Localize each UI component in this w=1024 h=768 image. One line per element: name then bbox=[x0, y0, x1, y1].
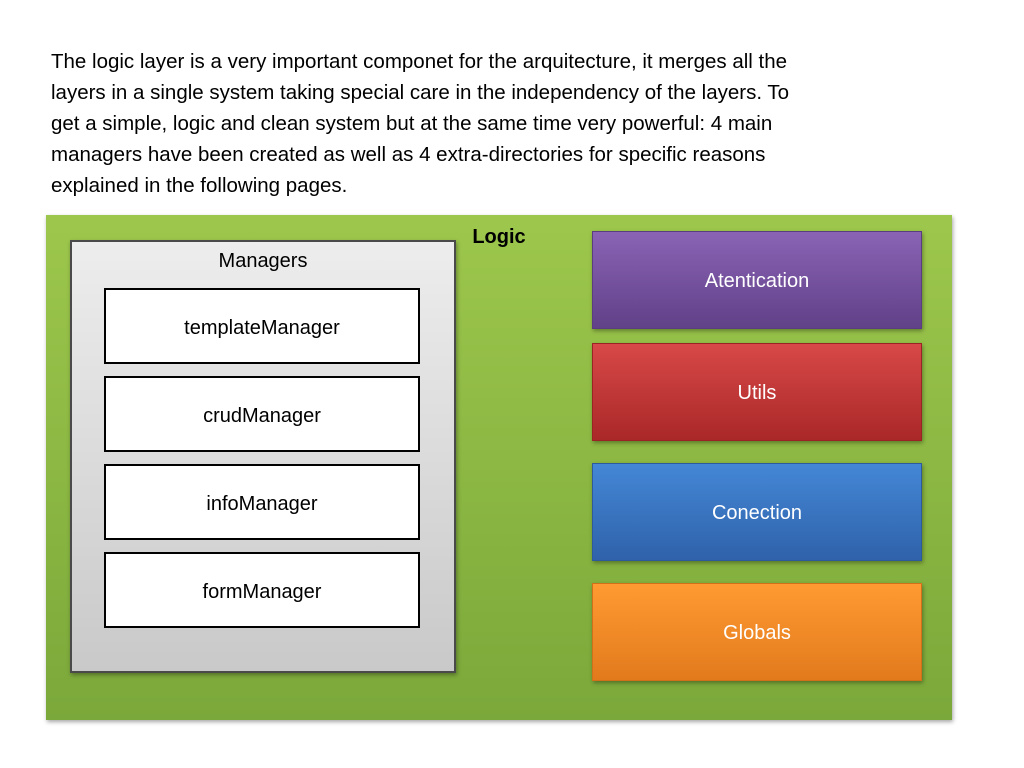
directory-utils: Utils bbox=[592, 343, 922, 441]
manager-template: templateManager bbox=[104, 288, 420, 364]
directory-globals: Globals bbox=[592, 583, 922, 681]
manager-form: formManager bbox=[104, 552, 420, 628]
logic-layer-panel: Logic Managers templateManager crudManag… bbox=[46, 215, 952, 720]
intro-paragraph: The logic layer is a very important comp… bbox=[51, 50, 790, 197]
managers-group: Managers templateManager crudManager inf… bbox=[70, 240, 456, 673]
manager-info: infoManager bbox=[104, 464, 420, 540]
manager-crud: crudManager bbox=[104, 376, 420, 452]
directory-conection: Conection bbox=[592, 463, 922, 561]
managers-title: Managers bbox=[218, 250, 308, 272]
logic-title: Logic bbox=[472, 226, 526, 248]
directory-atentication: Atentication bbox=[592, 231, 922, 329]
